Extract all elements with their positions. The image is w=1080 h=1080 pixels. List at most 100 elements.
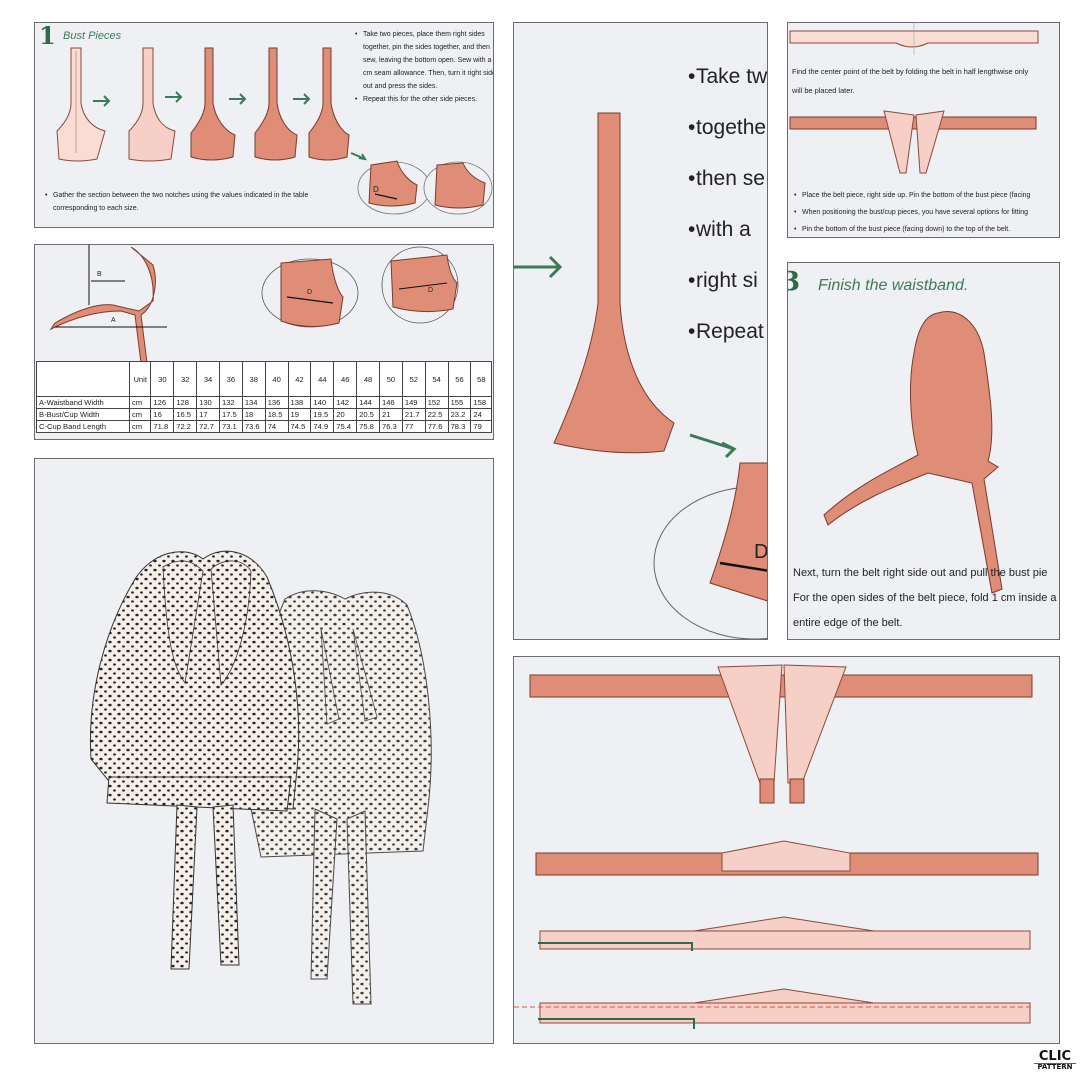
gather-note-text: Gather the section between the two notch… [45, 189, 323, 215]
table-cell: 17 [196, 408, 220, 421]
zoom-line: right si [688, 255, 767, 306]
bust-piece-zoom-illustration [514, 112, 767, 639]
table-cell: 78.3 [447, 420, 472, 433]
table-row: B-Bust/Cup Width cm 16 16.5 17 17.5 18 1… [36, 408, 492, 421]
header-cell: 42 [287, 361, 312, 397]
header-cell: 44 [310, 361, 335, 397]
header-cell: Unit [128, 361, 152, 397]
label-b: B [97, 271, 102, 278]
header-cell: 34 [196, 361, 220, 397]
table-cell: 75.8 [356, 420, 380, 433]
table-cell: 19 [287, 408, 312, 421]
table-cell: 73.1 [218, 420, 243, 433]
waistband-text: Next, turn the belt right side out and p… [793, 561, 1059, 636]
table-cell: 72.7 [196, 420, 220, 433]
size-table: Unit 30 32 34 36 38 40 42 44 46 48 50 52… [36, 361, 492, 433]
table-cell: cm [128, 420, 152, 433]
panel-belt-attach: Find the center point of the belt by fol… [787, 22, 1060, 238]
header-cell: 48 [356, 361, 380, 397]
header-cell: 50 [378, 361, 403, 397]
size-table-header: Unit 30 32 34 36 38 40 42 44 46 48 50 52… [36, 361, 492, 397]
instruction-list: Take two pieces, place them right sides … [353, 28, 493, 106]
panel-finished-top [34, 458, 494, 1044]
table-cell: 77 [401, 420, 426, 433]
table-cell: 20.5 [356, 408, 380, 421]
step-number: 3 [788, 267, 800, 297]
table-cell: 16.5 [173, 408, 198, 421]
waistband-line: entire edge of the belt. [793, 617, 903, 629]
measurement-diagram [49, 245, 459, 364]
zoom-notch-label: D [754, 541, 768, 563]
instruction-item: Take two pieces, place them right sides … [355, 28, 493, 93]
table-cell: 130 [196, 396, 220, 409]
table-cell: 126 [150, 396, 175, 409]
table-cell: 158 [470, 396, 492, 409]
waistband-illustration [823, 311, 1003, 594]
table-cell: C-Cup Band Length [36, 420, 130, 433]
table-cell: 20 [333, 408, 358, 421]
bust-piece-sequence-illustration [56, 47, 493, 215]
belt-sewing-illustration [514, 664, 1039, 1029]
zoom-line: Take tw [688, 51, 767, 102]
table-cell: 16 [150, 408, 175, 421]
belt-instruction: Find the center point of the belt by fol… [792, 67, 1029, 76]
belt-bullet: Pin the bottom of the bust piece (facing… [794, 221, 1059, 237]
zoom-line: Repeat [688, 306, 767, 357]
table-cell: 22.5 [424, 408, 449, 421]
label-d: D [307, 289, 313, 296]
header-cell: 58 [470, 361, 492, 397]
logo-line2: PATTERN [1034, 1063, 1076, 1071]
panel-belt-sewing [513, 656, 1060, 1044]
table-cell: 134 [241, 396, 266, 409]
waistband-line: Next, turn the belt right side out and p… [793, 567, 1048, 579]
belt-bullet: Place the belt piece, right side up. Pin… [794, 187, 1059, 204]
belt-bullet: When positioning the bust/cup pieces, yo… [794, 204, 1059, 221]
table-cell: 75.4 [333, 420, 358, 433]
header-cell: 56 [447, 361, 472, 397]
table-cell: 142 [333, 396, 358, 409]
header-cell: 40 [264, 361, 289, 397]
front-view-garment [89, 550, 300, 970]
table-cell: 74.5 [287, 420, 312, 433]
notch-label: D [373, 185, 379, 194]
table-cell: 138 [287, 396, 312, 409]
table-cell: 71.8 [150, 420, 175, 433]
table-cell: 128 [173, 396, 198, 409]
table-cell: 23.2 [447, 408, 472, 421]
table-cell: 74.9 [310, 420, 335, 433]
table-row: A-Waistband Width cm 126 128 130 132 134… [36, 396, 492, 409]
header-cell: 52 [401, 361, 426, 397]
table-cell: 19.5 [310, 408, 335, 421]
step-title: Finish the waistband. [818, 277, 969, 294]
table-cell: 21.7 [401, 408, 426, 421]
table-cell: 72.2 [173, 420, 198, 433]
table-cell: 132 [218, 396, 243, 409]
panel-bust-pieces: 1 Bust Pieces D Take two pieces, place t… [34, 22, 494, 228]
panel-bust-piece-zoom: Take tw togethe then se with a right si … [513, 22, 768, 640]
logo-line1: CLIC [1038, 1049, 1072, 1064]
table-cell: 149 [401, 396, 426, 409]
table-cell: 155 [447, 396, 472, 409]
clic-pattern-logo: CLIC PATTERN [1034, 1050, 1076, 1071]
table-cell: 152 [424, 396, 449, 409]
label-a: A [111, 317, 116, 324]
zoom-line: then se [688, 153, 767, 204]
panel-size-chart: B A D D Unit 30 32 34 36 38 40 42 44 46 … [34, 244, 494, 440]
table-cell: A-Waistband Width [36, 396, 130, 409]
zoom-line: with a [688, 204, 767, 255]
belt-attach-illustration [789, 23, 1039, 174]
waistband-line: For the open sides of the belt piece, fo… [793, 592, 1057, 604]
finished-top-illustration [89, 550, 432, 1005]
table-cell: B-Bust/Cup Width [36, 408, 130, 421]
table-cell: 77.6 [424, 420, 449, 433]
header-cell: 36 [218, 361, 243, 397]
header-cell: 54 [424, 361, 449, 397]
table-cell: cm [128, 396, 152, 409]
header-cell: 30 [150, 361, 175, 397]
table-cell: 17.5 [218, 408, 243, 421]
gather-note: Gather the section between the two notch… [43, 189, 323, 215]
step-title: Bust Pieces [63, 30, 122, 42]
step-number: 1 [39, 22, 56, 50]
panel-finish-waistband: 3 Finish the waistband. Next, turn the b… [787, 262, 1060, 640]
table-cell: 21 [378, 408, 403, 421]
